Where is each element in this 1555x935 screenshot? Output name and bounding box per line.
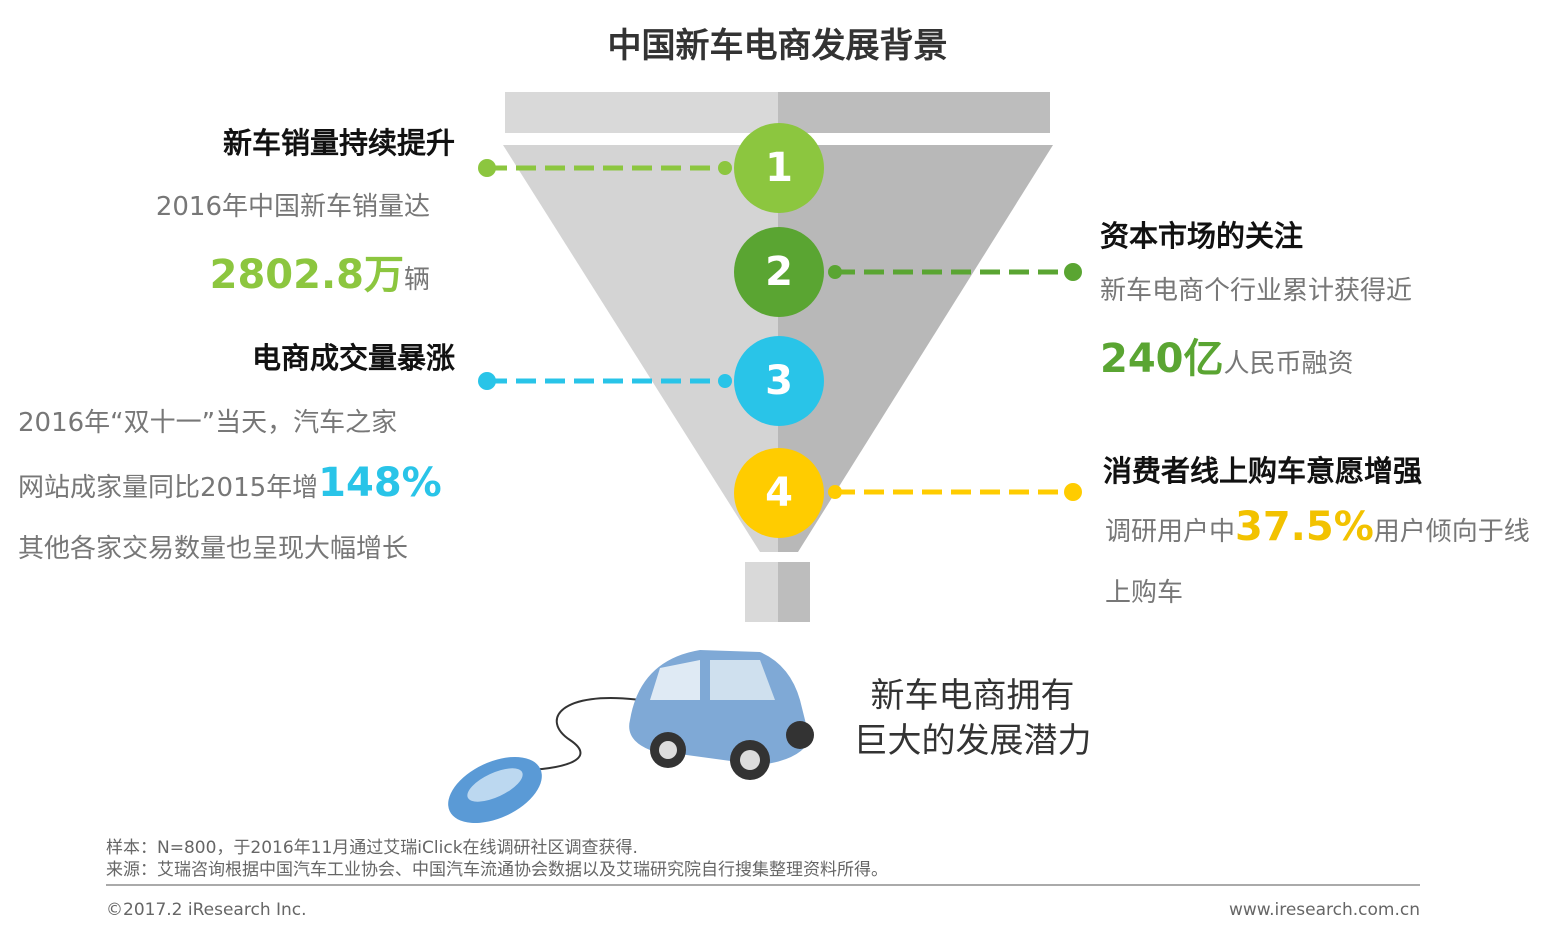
item-3-text-3: 其他各家交易数量也呈现大幅增长	[18, 534, 409, 564]
funnel-body-right	[778, 145, 1053, 552]
step-number-1: 1	[765, 145, 793, 191]
item-4-value-line: 调研用户中37.5%用户倾向于线	[1105, 504, 1530, 550]
item-2-heading: 资本市场的关注	[1100, 219, 1304, 253]
step-number-3: 3	[765, 358, 793, 404]
item-2-value-line: 240亿人民币融资	[1100, 326, 1354, 384]
item-2-value: 240亿	[1100, 336, 1224, 382]
item-4-text-2: 上购车	[1105, 578, 1184, 608]
item-3-text-2: 网站成家量同比2015年增	[18, 473, 319, 503]
connector-1	[478, 159, 732, 177]
item-2-text: 新车电商个行业累计获得近	[1100, 276, 1413, 306]
item-1-text: 2016年中国新车销量达	[155, 192, 430, 222]
page-title: 中国新车电商发展背景	[607, 26, 948, 66]
item-4-value: 37.5%	[1235, 504, 1374, 550]
item-4-text-suffix: 用户倾向于线	[1373, 517, 1530, 547]
step-circle-2	[734, 227, 824, 317]
connector-4	[828, 483, 1082, 501]
funnel-stem-left	[745, 562, 778, 622]
conclusion: 新车电商拥有 巨大的发展潜力	[840, 674, 1105, 764]
item-4-heading: 消费者线上购车意愿增强	[1103, 454, 1423, 488]
car-mouse-illustration	[448, 650, 814, 824]
conclusion-line-2: 巨大的发展潜力	[853, 721, 1092, 761]
item-1-heading: 新车销量持续提升	[222, 126, 455, 160]
connector-2	[828, 263, 1082, 281]
footer-website: www.iresearch.com.cn	[1228, 900, 1420, 920]
item-3-heading: 电商成交量暴涨	[251, 341, 455, 375]
footer-divider	[106, 884, 1420, 886]
funnel-rim-right	[778, 92, 1050, 133]
item-3-value: 148%	[318, 460, 442, 506]
item-1-value: 2802.8万	[209, 252, 404, 298]
connector-3	[478, 372, 732, 390]
footer-copyright: ©2017.2 iResearch Inc.	[106, 900, 307, 920]
item-1-unit: 辆	[403, 265, 430, 295]
item-3-text-1: 2016年“双十一”当天，汽车之家	[18, 408, 398, 438]
conclusion-line-1: 新车电商拥有	[870, 676, 1075, 716]
step-number-2: 2	[765, 249, 793, 295]
step-circle-3	[734, 336, 824, 426]
funnel-stem-right	[778, 562, 810, 622]
footer-source: 来源：艾瑞咨询根据中国汽车工业协会、中国汽车流通协会数据以及艾瑞研究院自行搜集整…	[106, 860, 888, 880]
item-4-text-prefix: 调研用户中	[1105, 517, 1236, 547]
funnel-rim-left	[505, 92, 778, 133]
step-circle-1	[734, 123, 824, 213]
step-number-4: 4	[765, 470, 793, 516]
footer-sample: 样本：N=800，于2016年11月通过艾瑞iClick在线调研社区调查获得.	[106, 838, 638, 858]
funnel-body-left	[503, 145, 778, 552]
step-circle-4	[734, 448, 824, 538]
item-3-value-line: 网站成家量同比2015年增148%	[18, 460, 442, 506]
item-1-value-line: 2802.8万辆	[210, 242, 430, 300]
item-2-unit: 人民币融资	[1223, 349, 1354, 379]
